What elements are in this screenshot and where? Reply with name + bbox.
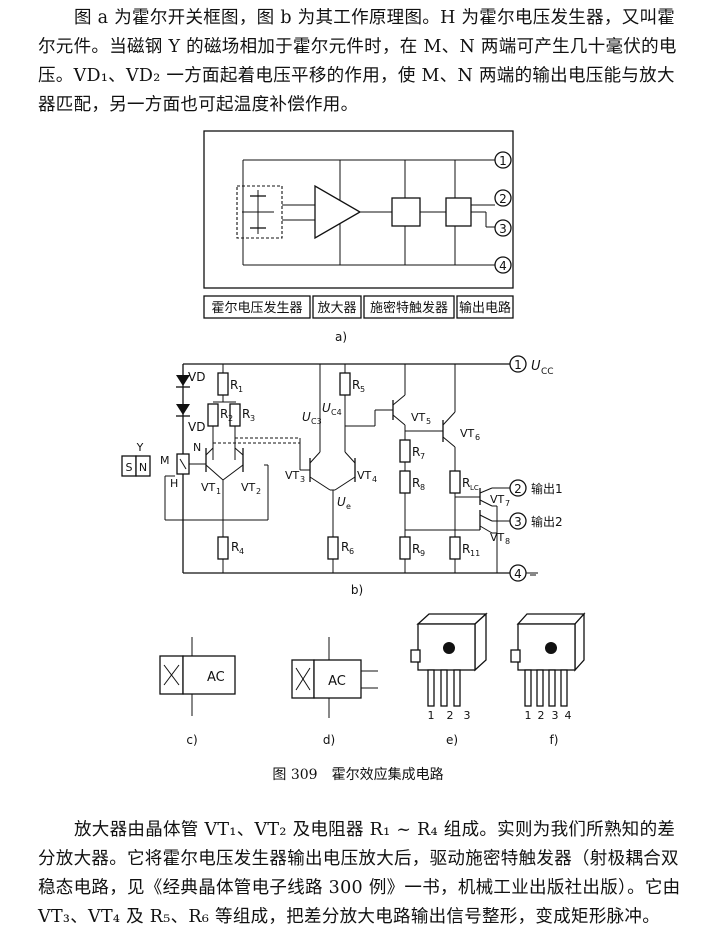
- schematic-label: 4: [239, 547, 244, 556]
- schematic-label: R: [231, 540, 239, 554]
- figure-b-schematic: 1 U CC 4 VD VD R 1 R 2 R 3: [121, 355, 563, 597]
- schematic-label: VT: [460, 427, 475, 440]
- schematic-label: VT: [411, 411, 426, 424]
- schematic-label: 1: [238, 385, 243, 394]
- figure-caption: 图 309 霍尔效应集成电路: [272, 766, 443, 783]
- paragraph-intro: 图 a 为霍尔开关框图，图 b 为其工作原理图。H 为霍尔电压发生器，又叫霍尔元…: [38, 8, 677, 115]
- schematic-label: 3: [464, 709, 471, 722]
- figure-b-caption: b): [351, 583, 363, 597]
- schematic-label: U: [337, 495, 346, 509]
- schematic-label: 4: [372, 475, 377, 484]
- schematic-label: AC: [207, 670, 225, 685]
- schematic-label: 输出2: [531, 514, 563, 529]
- block-label-schmitt: 施密特触发器: [370, 300, 448, 316]
- schematic-label: VT: [490, 493, 505, 506]
- figure-a-block-diagram: 1 2 3 4 霍尔电压发生器 放大器 施密特触发器 输出电路 a): [203, 130, 514, 344]
- schematic-label: c): [186, 733, 197, 747]
- figure-a-caption: a): [335, 330, 347, 344]
- block-label-output: 输出电路: [459, 300, 511, 316]
- schematic-label: 2: [447, 709, 454, 722]
- schematic-label: U: [322, 401, 331, 415]
- schematic-label: 5: [426, 417, 431, 426]
- schematic-label: VT: [490, 531, 505, 544]
- schematic-label: LC: [470, 484, 479, 492]
- schematic-label: C4: [331, 408, 342, 417]
- schematic-label: d): [323, 733, 335, 747]
- schematic-label: 3: [552, 709, 559, 722]
- schematic-label: 3: [250, 414, 255, 423]
- schematic-label: R: [230, 378, 238, 392]
- schematic-label: R: [412, 445, 420, 459]
- schematic-label: 1: [428, 709, 435, 722]
- schematic-label: 11: [470, 549, 480, 558]
- fig-b-pin-4: 4: [514, 567, 522, 581]
- schematic-label: 输出1: [531, 481, 563, 496]
- paragraph-amplifier: 放大器由晶体管 VT₁、VT₂ 及电阻器 R₁ ~ R₄ 组成。实则为我们所熟知…: [38, 820, 681, 927]
- schematic-label: R: [220, 407, 228, 421]
- schematic-label: e): [446, 733, 458, 747]
- schematic-label: VT: [241, 481, 256, 494]
- schematic-label: 8: [505, 537, 510, 546]
- schematic-label: 5: [360, 385, 365, 394]
- schematic-label: VT: [357, 469, 372, 482]
- schematic-label: N: [193, 441, 201, 454]
- fig-a-pin-3-label: 3: [499, 222, 507, 236]
- schematic-label: C3: [311, 417, 322, 426]
- schematic-label: 1: [216, 487, 221, 496]
- schematic-label: AC: [328, 674, 346, 689]
- fig-a-pin-4: [494, 256, 512, 274]
- schematic-label: 8: [420, 483, 425, 492]
- schematic-label: R: [341, 540, 349, 554]
- schematic-label: Y: [136, 441, 144, 454]
- schematic-label: 3: [514, 515, 522, 529]
- figure-f-package-4pin: 1 2 3 4 f): [510, 612, 586, 747]
- schematic-label: VT: [285, 469, 300, 482]
- schematic-label: 6: [349, 547, 354, 556]
- schematic-label: R: [462, 476, 470, 490]
- block-label-hall-generator: 霍尔电压发生器: [211, 300, 302, 316]
- schematic-label: f): [550, 733, 559, 747]
- supply-label: U: [531, 359, 541, 374]
- schematic-label: N: [139, 461, 147, 474]
- schematic-label: 4: [565, 709, 572, 722]
- schematic-label: 9: [420, 549, 425, 558]
- schematic-label: 7: [420, 452, 425, 461]
- schematic-label: R: [462, 542, 470, 556]
- schematic-label: R: [352, 378, 360, 392]
- schematic-label: M: [160, 454, 170, 467]
- schematic-label: 1: [525, 709, 532, 722]
- fig-b-pin-1: 1: [514, 358, 522, 372]
- schematic-label: 3: [300, 475, 305, 484]
- schematic-label: 2: [228, 414, 233, 423]
- schematic-label: 6: [475, 433, 480, 442]
- fig-a-pin-3: [494, 219, 512, 237]
- supply-sub: CC: [541, 367, 554, 377]
- figure-d-symbol: AC d): [291, 637, 378, 747]
- fig-a-pin-2: [494, 189, 512, 207]
- schematic-label: R: [412, 476, 420, 490]
- schematic-label: H: [170, 477, 178, 490]
- schematic-label: 2: [256, 487, 261, 496]
- schematic-label: R: [412, 542, 420, 556]
- schematic-label: S: [126, 461, 133, 474]
- schematic-label: 7: [505, 499, 510, 508]
- schematic-label: e: [346, 502, 351, 511]
- block-label-amplifier: 放大器: [317, 301, 356, 316]
- schematic-label: U: [302, 410, 311, 424]
- schematic-label: 2: [538, 709, 545, 722]
- schematic-label: VD: [188, 370, 205, 384]
- fig-a-pin-2-label: 2: [499, 192, 507, 206]
- figure-c-symbol: AC c): [159, 637, 236, 747]
- figure-e-package-3pin: 1 2 3 e): [410, 612, 488, 747]
- fig-a-pin-1-label: 1: [499, 154, 507, 168]
- fig-a-pin-1: [494, 151, 512, 169]
- schematic-label: VD: [188, 420, 205, 434]
- fig-a-pin-4-label: 4: [499, 259, 507, 273]
- schematic-label: 2: [514, 482, 522, 496]
- schematic-label: R: [242, 407, 250, 421]
- schematic-label: VT: [201, 481, 216, 494]
